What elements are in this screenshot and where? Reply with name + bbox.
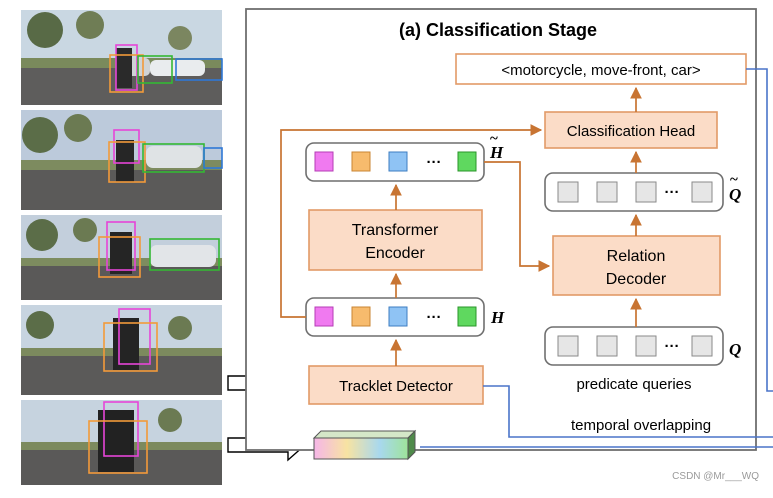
flow-arrows (280, 86, 642, 366)
q-query-row: ··· (544, 326, 724, 366)
query-slot (691, 181, 713, 203)
h-token-row: ··· (305, 297, 485, 337)
token-ellipsis: ··· (427, 309, 442, 326)
classification-head-label: Classification Head (567, 123, 695, 140)
tracklet-detector-label: Tracklet Detector (339, 378, 453, 395)
symbol-q: Q (729, 340, 741, 359)
query-slot (635, 335, 657, 357)
tilde-mark-q: ~ (730, 172, 738, 188)
q-tilde-query-row: ··· (544, 172, 724, 212)
token-magenta (314, 306, 334, 327)
query-ellipsis: ··· (665, 338, 680, 355)
stage-title: (a) Classification Stage (399, 20, 597, 40)
token-blue (388, 306, 408, 327)
video-frame-2 (21, 110, 223, 210)
relation-decoder-line-2: Decoder (606, 271, 667, 288)
video-frame-5 (21, 400, 222, 485)
output-label: <motorcycle, move-front, car> (501, 62, 700, 79)
token-green (457, 151, 477, 172)
blue-connectors (420, 68, 773, 448)
transformer-encoder-box (308, 209, 483, 271)
predicate-queries-label: predicate queries (576, 376, 691, 393)
relation-decoder-box (552, 235, 721, 296)
transformer-encoder-line-2: Encoder (365, 245, 425, 262)
query-slot (691, 335, 713, 357)
token-blue (388, 151, 408, 172)
watermark: CSDN @Mr___WQ (672, 471, 759, 482)
token-orange (351, 151, 371, 172)
h-tilde-token-row: ··· (305, 142, 485, 182)
classification-head-box (544, 111, 718, 149)
token-magenta (314, 151, 334, 172)
feature-bar (312, 429, 417, 461)
relation-decoder-line-1: Relation (607, 248, 666, 265)
video-frame-3 (21, 215, 222, 300)
query-slot (557, 181, 579, 203)
tilde-mark-h: ~ (490, 131, 498, 147)
temporal-overlapping-label: temporal overlapping (571, 417, 711, 434)
transformer-encoder-line-1: Transformer (352, 222, 439, 239)
token-ellipsis: ··· (427, 154, 442, 171)
symbol-q-tilde: Q (729, 185, 741, 204)
query-slot (596, 335, 618, 357)
query-ellipsis: ··· (665, 184, 680, 201)
symbol-h-tilde: H (489, 143, 504, 162)
token-green (457, 306, 477, 327)
video-frame-4 (21, 305, 222, 395)
query-slot (557, 335, 579, 357)
output-label-box (455, 53, 747, 85)
query-slot (596, 181, 618, 203)
query-slot (635, 181, 657, 203)
video-frames (21, 10, 223, 485)
token-orange (351, 306, 371, 327)
video-frame-1 (21, 10, 223, 105)
symbol-h: H (490, 308, 505, 327)
